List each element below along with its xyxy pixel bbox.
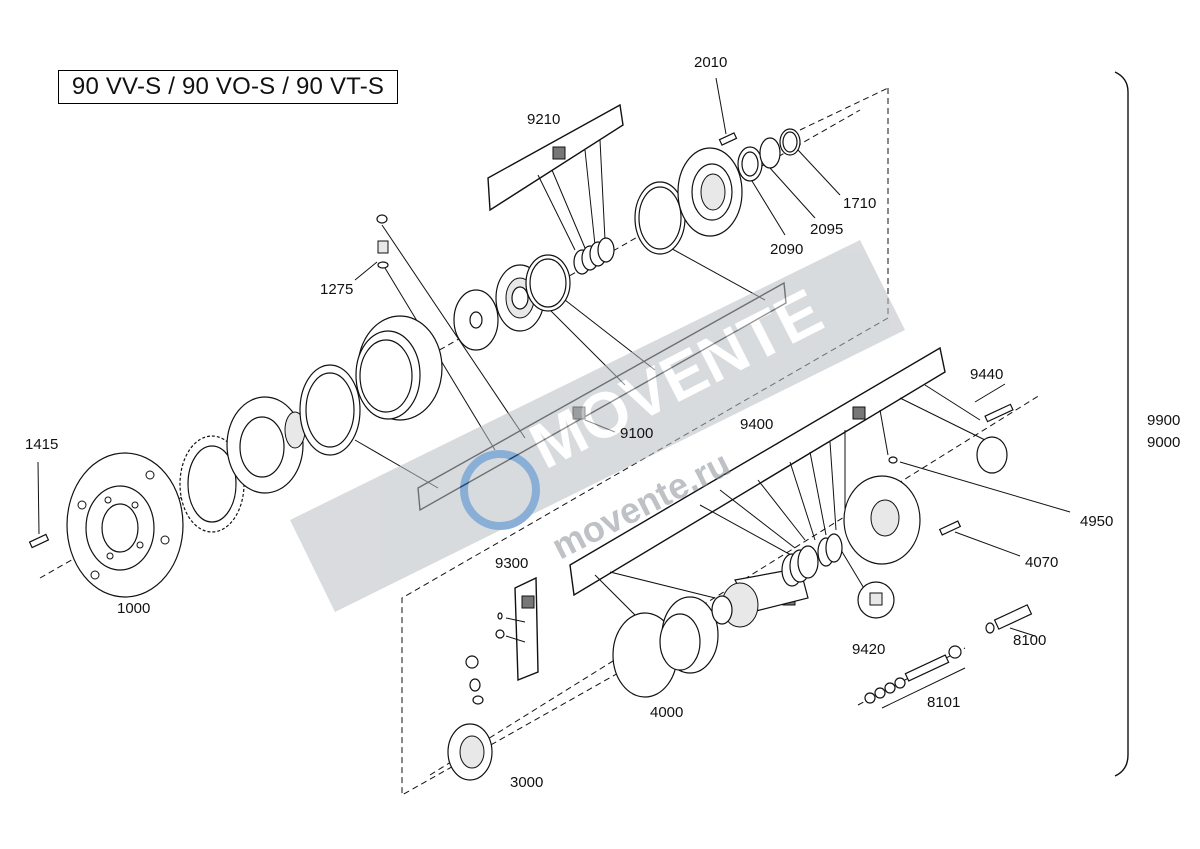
label-8100: 8100 [1013, 632, 1046, 649]
bearing-ring [179, 435, 245, 533]
springs-9400 [781, 533, 895, 619]
upper-enclosure [401, 88, 889, 796]
label-4070: 4070 [1025, 554, 1058, 571]
part-3000-gear [447, 655, 493, 781]
label-1415: 1415 [25, 436, 58, 453]
kit-icon-9300 [521, 595, 535, 609]
parts-9300 [495, 612, 526, 643]
label-9000: 9000 [1147, 434, 1180, 451]
label-3000: 3000 [510, 774, 543, 791]
ring-1710 [779, 128, 801, 156]
label-8101: 8101 [927, 694, 960, 711]
label-4950: 4950 [1080, 513, 1113, 530]
main-axis [39, 109, 861, 579]
kit-frame-9300 [514, 576, 539, 682]
label-9300: 9300 [495, 555, 528, 572]
label-9100: 9100 [620, 425, 653, 442]
label-9400: 9400 [740, 416, 773, 433]
label-9210: 9210 [527, 111, 560, 128]
part-8100 [985, 604, 1036, 637]
label-2095: 2095 [810, 221, 843, 238]
watermark-logo [460, 450, 540, 530]
label-9440: 9440 [970, 366, 1003, 383]
part-1415-bolt [28, 461, 50, 549]
part-8101 [864, 645, 966, 709]
housing-cylinder [355, 315, 443, 421]
ring-2090 [737, 146, 763, 182]
assembly-bracket [1114, 71, 1129, 777]
label-1275: 1275 [320, 281, 353, 298]
seal-stack-9210 [573, 237, 615, 275]
label-9900: 9900 [1147, 412, 1180, 429]
part-4000-rotor [612, 596, 719, 698]
kit-frame-9210 [487, 103, 624, 212]
part-2010-bolt [715, 77, 738, 146]
upper-enclosure-top [799, 87, 889, 131]
label-2090: 2090 [770, 241, 803, 258]
label-1000: 1000 [117, 600, 150, 617]
large-o-ring [634, 181, 686, 255]
part-9440 [974, 383, 1014, 474]
diagram-title: 90 VV-S / 90 VO-S / 90 VT-S [58, 70, 398, 104]
watermark-band [290, 240, 905, 612]
leaders-9210 [537, 139, 606, 251]
part-4950-housing [843, 456, 1071, 565]
kit-icon-9400 [852, 406, 866, 420]
label-2010: 2010 [694, 54, 727, 71]
label-4000: 4000 [650, 704, 683, 721]
thrust-washer [453, 289, 499, 351]
seal-ring [299, 364, 361, 456]
ring-2095 [759, 137, 781, 169]
kit-frame-9400 [569, 346, 946, 597]
hub-part [226, 396, 306, 494]
o-rings-bearing [525, 254, 571, 312]
front-flange-part [677, 147, 743, 237]
label-1710: 1710 [843, 195, 876, 212]
part-1000-flange [66, 452, 184, 598]
part-1275-screws [354, 214, 389, 281]
label-9420: 9420 [852, 641, 885, 658]
leaders-9400 [594, 384, 986, 621]
part-4070-bolt [938, 520, 1021, 557]
kit-icon-9210 [552, 146, 566, 160]
